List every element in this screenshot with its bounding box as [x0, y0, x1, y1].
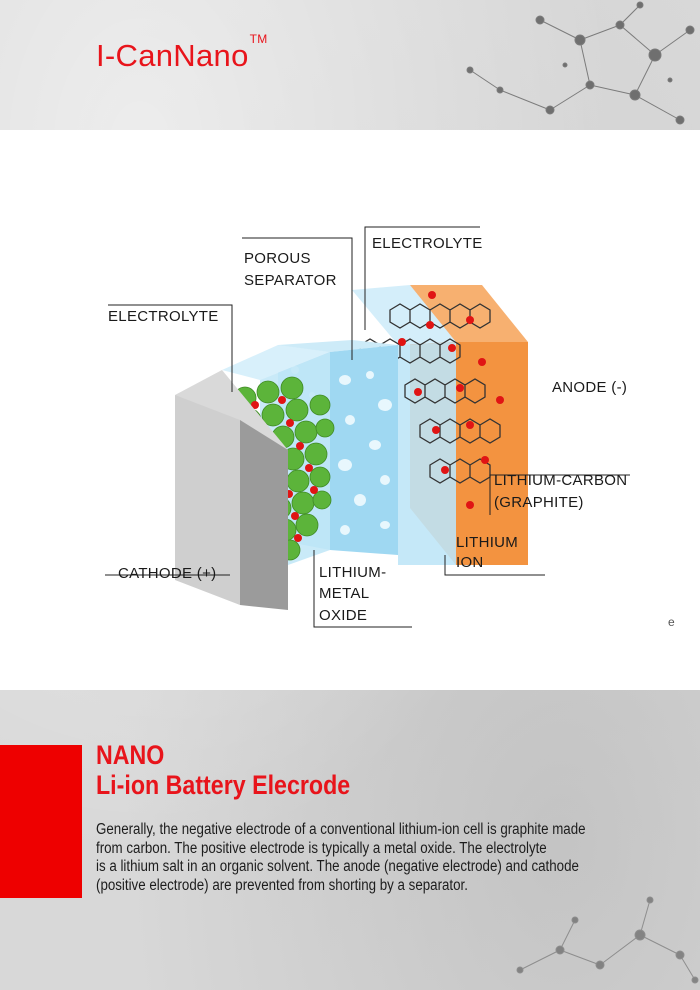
stray-text-mark: e: [668, 615, 675, 629]
molecule-decoration-bottom: [516, 896, 699, 984]
label-lithium-carbon-line1: LITHIUM-CARBON: [494, 472, 627, 489]
cathode-plate: [175, 370, 288, 610]
label-cathode: CATHODE (+): [118, 565, 216, 582]
label-metal-oxide-line2: METAL: [319, 585, 369, 602]
lithium-ions: [251, 291, 504, 542]
accent-bar: [0, 745, 82, 898]
label-anode: ANODE (-): [552, 379, 627, 396]
body-line: (positive electrode) are prevented from …: [96, 876, 468, 894]
label-electrolyte-top: ELECTROLYTE: [372, 235, 483, 252]
label-lithium-ion-line1: LITHIUM: [456, 534, 518, 551]
section-title: NANO Li-ion Battery Elecrode: [96, 740, 350, 800]
brand-logo[interactable]: I-CanNanoTM: [96, 32, 268, 74]
body-line: is a lithium salt in an organic solvent.…: [96, 858, 579, 875]
label-lithium-ion-line2: ION: [456, 554, 484, 571]
brand-name: I-CanNano: [96, 38, 249, 73]
label-porous-separator-line2: SEPARATOR: [244, 272, 337, 289]
battery-diagram-panel: POROUS SEPARATOR ELECTROLYTE ELECTROLYTE…: [0, 130, 700, 690]
leader-lines: [105, 226, 630, 628]
trademark-mark: TM: [249, 31, 268, 46]
label-electrolyte-left: ELECTROLYTE: [108, 308, 219, 325]
section-title-line1: NANO: [96, 740, 165, 770]
section-title-line2: Li-ion Battery Elecrode: [96, 770, 351, 800]
header: I-CanNanoTM: [0, 0, 700, 130]
battery-diagram: POROUS SEPARATOR ELECTROLYTE ELECTROLYTE…: [105, 226, 675, 629]
molecule-decoration-top: [466, 1, 695, 125]
label-metal-oxide-line3: OXIDE: [319, 607, 367, 624]
body-line: Generally, the negative electrode of a c…: [96, 821, 586, 838]
section-body: Generally, the negative electrode of a c…: [96, 821, 681, 895]
body-line: from carbon. The positive electrode is t…: [96, 839, 547, 857]
label-porous-separator-line1: POROUS: [244, 250, 311, 267]
description-section: NANO Li-ion Battery Elecrode Generally, …: [0, 690, 700, 990]
electrolyte-region-right: [352, 285, 456, 565]
label-lithium-carbon-line2: (GRAPHITE): [494, 494, 584, 511]
label-metal-oxide-line1: LITHIUM-: [319, 564, 386, 581]
